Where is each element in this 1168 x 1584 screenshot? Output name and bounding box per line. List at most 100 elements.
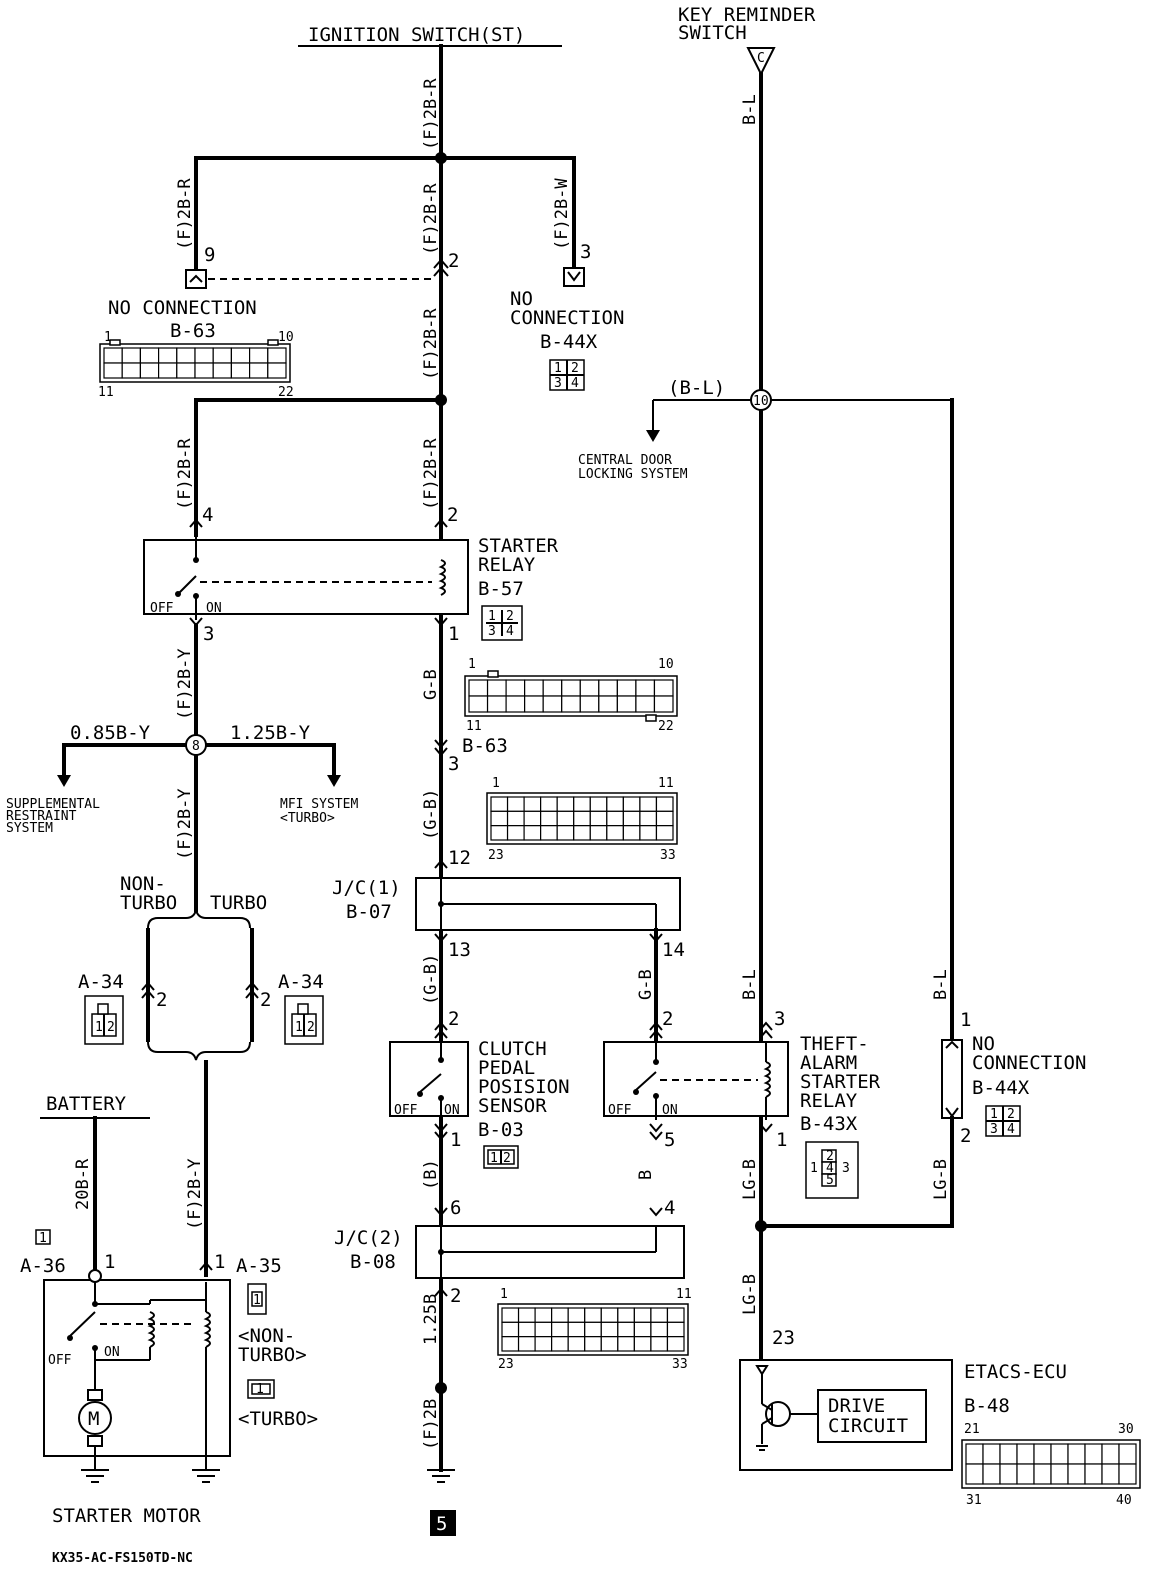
wire-label: (B-L): [668, 377, 725, 399]
theft-alarm-starter-relay: 2 3 OFF ON 5 1 THEFT- ALARM STARTER RELA…: [603, 1008, 881, 1199]
connector-cell: [230, 347, 251, 364]
pin-label: 5: [826, 1173, 834, 1188]
pin-label: 1: [450, 1129, 461, 1151]
wire-label: (F)2B: [421, 1399, 441, 1450]
ground-icon: [81, 1469, 109, 1483]
pin-label: 1: [990, 1107, 998, 1122]
ground-icon: [192, 1469, 220, 1483]
ground-point-number: 5: [436, 1513, 447, 1535]
no-connection-label: CONNECTION: [510, 307, 624, 329]
pin-label: 2: [448, 1008, 459, 1030]
connector-cell: [999, 1463, 1018, 1485]
pin-label: 2: [662, 1008, 673, 1030]
pin-label: 2: [307, 1020, 315, 1035]
connector-cell: [584, 1307, 602, 1323]
pin-label: 1: [500, 1287, 508, 1302]
connector-cell: [551, 1336, 569, 1352]
connector-cell: [551, 1307, 569, 1323]
pin-label: 4: [202, 504, 213, 526]
pin-label: 10: [658, 657, 674, 672]
connector-cell: [501, 1307, 520, 1323]
connector-cell: [540, 796, 558, 812]
pin-label: 2: [826, 1149, 834, 1164]
system-label: MFI SYSTEM: [280, 797, 358, 812]
system-label: LOCKING SYSTEM: [578, 467, 688, 482]
wire-label: G-B: [421, 669, 441, 700]
switch-on-label: ON: [444, 1103, 460, 1118]
wire-label: G-B: [636, 969, 656, 1000]
connector-id: B-03: [478, 1119, 524, 1141]
connector-cell: [158, 362, 178, 379]
connector-cell: [121, 362, 141, 379]
a34-connector-face-left: 1 2: [84, 995, 124, 1045]
connector-cell: [486, 679, 507, 697]
variant-label: TURBO>: [238, 1344, 307, 1366]
component-label: SWITCH: [678, 22, 747, 44]
pin-label: 10: [278, 330, 294, 345]
connector-cell: [573, 796, 591, 812]
pin-label: 1: [104, 330, 112, 345]
pin-label: 1: [776, 1129, 787, 1151]
junction-connector-1: J/C(1) B-07 13 14: [332, 877, 685, 961]
connector-cell: [579, 679, 600, 697]
arrow-down-icon: [327, 775, 341, 787]
wire-label: (F)2B-Y: [175, 788, 195, 860]
a34-connector-face-right: 1 2: [284, 995, 324, 1045]
connector-arrow: [245, 981, 259, 991]
component-label: J/C(2): [334, 1227, 403, 1249]
pin-label: 12: [448, 847, 471, 869]
component-label: KEY REMINDER: [678, 4, 816, 26]
connector-cell: [103, 347, 123, 364]
wire-label: (F)2B-Y: [185, 1158, 205, 1230]
component-label: POSISION: [478, 1076, 570, 1098]
pin-label: 2: [1007, 1107, 1015, 1122]
pin-label: 21: [964, 1422, 980, 1437]
connector-cell: [158, 347, 178, 364]
pin-label: 1: [448, 623, 459, 645]
switch-off-label: OFF: [48, 1353, 72, 1368]
component-label: STARTER: [800, 1071, 881, 1093]
connector-cell: [534, 1336, 553, 1352]
pin-label: 1: [468, 657, 476, 672]
component-label: STARTER: [478, 535, 559, 557]
connector-cell: [573, 825, 591, 841]
connector-cell: [1118, 1463, 1137, 1485]
connector-id: B-07: [346, 901, 392, 923]
connector-cell: [617, 1336, 635, 1352]
component-label: SENSOR: [478, 1095, 547, 1117]
connector-cell: [1050, 1443, 1069, 1465]
connector-cell: [506, 825, 525, 841]
connector-cell: [506, 796, 525, 812]
pin-label: 3: [488, 624, 496, 639]
no-connection-label: CONNECTION: [972, 1052, 1086, 1074]
pin-label: 4: [571, 376, 579, 391]
pin-label: 1: [960, 1009, 971, 1031]
connector-cell: [505, 695, 526, 713]
pin-label: 23: [488, 848, 504, 863]
diagram-code: KX35-AC-FS150TD-NC: [52, 1551, 193, 1566]
connector-cell: [579, 695, 600, 713]
connector-cell: [650, 1336, 669, 1352]
wire-label: (F)2B-Y: [175, 648, 195, 720]
connector-id: B-48: [964, 1395, 1010, 1417]
pin-label: 2: [156, 989, 167, 1011]
switch-on-label: ON: [104, 1345, 120, 1360]
connector-cell: [965, 1463, 984, 1485]
pin-label: 11: [466, 719, 482, 734]
connector-cell: [982, 1463, 1001, 1485]
component-label: THEFT-: [800, 1033, 869, 1055]
connector-cell: [194, 347, 214, 364]
connector-cell: [635, 679, 656, 697]
motor-symbol: M: [88, 1408, 99, 1430]
connector-cell: [486, 695, 507, 713]
variant-brace-top: [147, 909, 251, 929]
pin-label: 30: [1118, 1422, 1134, 1437]
connector-cell: [523, 810, 542, 827]
connector-cell: [622, 796, 641, 812]
connector-cell: [666, 1307, 685, 1323]
connector-cell: [598, 679, 618, 697]
connector-cell: [267, 362, 287, 379]
pin-label: 3: [448, 753, 459, 775]
junction-8: [185, 734, 207, 756]
